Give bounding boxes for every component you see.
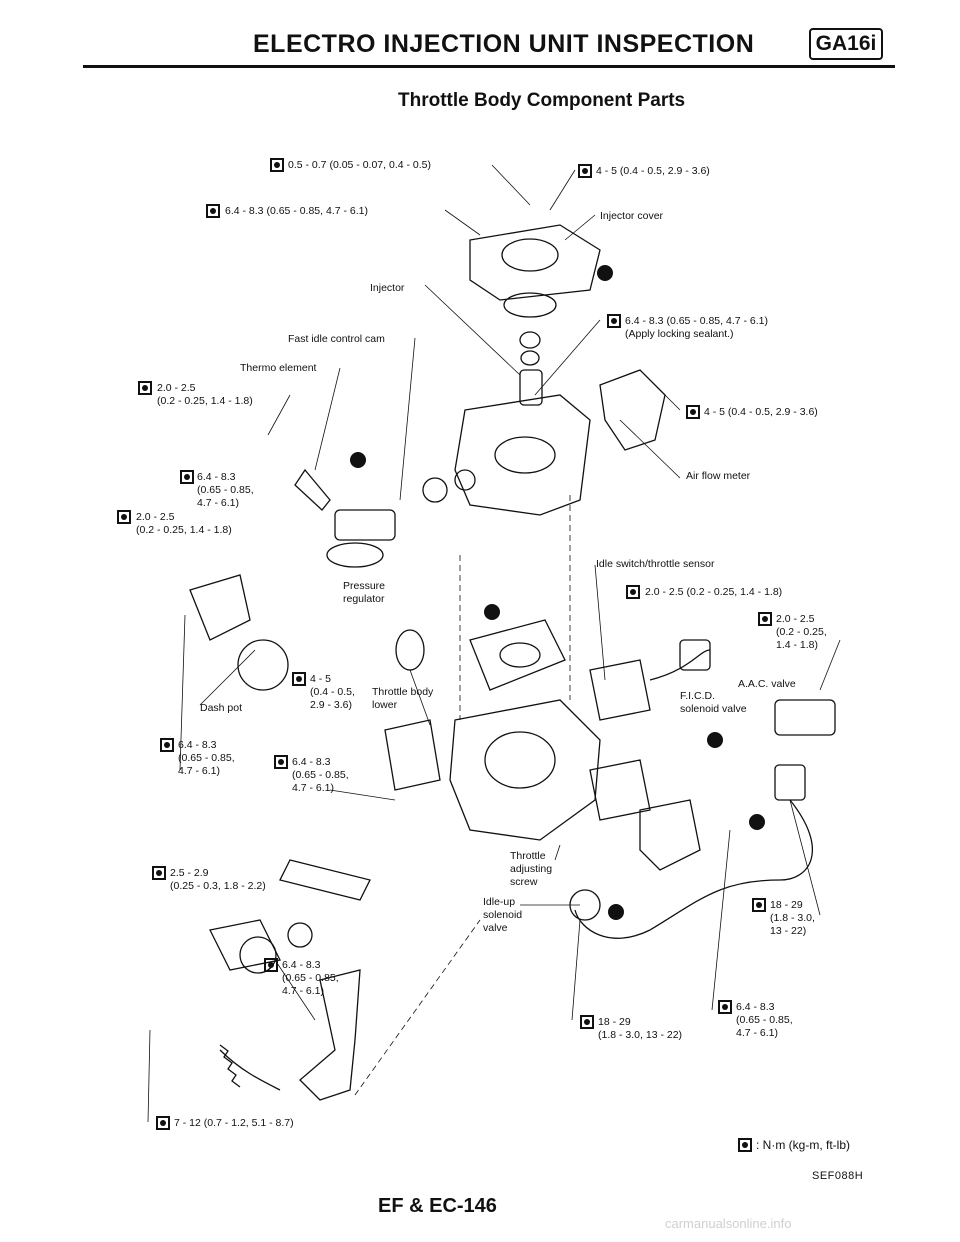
label-injector-cover: Injector cover <box>600 210 664 222</box>
torque-spec-ficd: 6.4 - 8.3 (0.65 - 0.85, 4.7 - 6.1) <box>736 1001 793 1039</box>
torque-wrench-icon <box>156 1116 170 1130</box>
torque-wrench-icon <box>758 612 772 626</box>
torque-wrench-icon <box>117 510 131 524</box>
label-idle-up-solenoid-valve: Idle-up solenoid valve <box>483 896 523 934</box>
torque-spec-linkage: 2.5 - 2.9 (0.25 - 0.3, 1.8 - 2.2) <box>170 867 266 892</box>
label-thermo-element: Thermo element <box>240 362 317 374</box>
torque-spec-cover-plate: 6.4 - 8.3 (0.65 - 0.85, 4.7 - 6.1) <box>292 756 349 794</box>
torque-spec-air-flow-meter: 4 - 5 (0.4 - 0.5, 2.9 - 3.6) <box>704 406 818 418</box>
cover-plate <box>384 719 441 791</box>
torque-spec-locking-sealant: 6.4 - 8.3 (0.65 - 0.85, 4.7 - 6.1) (Appl… <box>625 315 768 340</box>
torque-wrench-icon <box>752 898 766 912</box>
torque-spec-throttle-lever: 7 - 12 (0.7 - 1.2, 5.1 - 8.7) <box>174 1117 294 1129</box>
watermark: carmanualsonline.info <box>665 1216 792 1231</box>
label-air-flow-meter: Air flow meter <box>686 470 751 482</box>
throttle-body-upper <box>454 394 591 516</box>
torque-spec-lever: 6.4 - 8.3 (0.65 - 0.85, 4.7 - 6.1) <box>282 959 339 997</box>
page-title: ELECTRO INJECTION UNIT INSPECTION <box>253 30 755 58</box>
torque-wrench-icon <box>718 1000 732 1014</box>
throttle-lever <box>299 969 361 1101</box>
gasket <box>469 619 566 691</box>
page-number: EF & EC-146 <box>378 1195 497 1217</box>
header-rule <box>83 65 895 68</box>
pressure-regulator <box>395 629 425 671</box>
label-aac-valve: A.A.C. valve <box>738 678 796 690</box>
air-flow-meter <box>599 369 666 451</box>
label-pressure-regulator: Pressure regulator <box>343 580 386 605</box>
injector-o-ring <box>503 292 557 318</box>
torque-wrench-icon <box>160 738 174 752</box>
section-title: Throttle Body Component Parts <box>398 90 686 111</box>
label-injector: Injector <box>370 282 405 294</box>
torque-spec-aac-hose: 18 - 29 (1.8 - 3.0, 13 - 22) <box>770 899 815 937</box>
torque-unit-legend: : N·m (kg-m, ft-lb) <box>756 1138 850 1152</box>
torque-wrench-icon <box>607 314 621 328</box>
idle-switch <box>589 659 651 721</box>
torque-spec-thermo: 2.0 - 2.5 (0.2 - 0.25, 1.4 - 1.8) <box>157 382 253 407</box>
torque-wrench-icon <box>626 585 640 599</box>
torque-spec-aac-bolt: 2.0 - 2.5 (0.2 - 0.25, 1.4 - 1.8) <box>776 613 827 651</box>
torque-spec-fast-idle: 6.4 - 8.3 (0.65 - 0.85, 4.7 - 6.1) <box>197 471 254 509</box>
torque-wrench-icon <box>686 405 700 419</box>
torque-spec-cover-bolt: 4 - 5 (0.4 - 0.5, 2.9 - 3.6) <box>596 165 710 177</box>
torque-spec-idle-switch: 2.0 - 2.5 (0.2 - 0.25, 1.4 - 1.8) <box>645 586 783 598</box>
torque-spec-idle-up: 18 - 29 (1.8 - 3.0, 13 - 22) <box>598 1016 683 1041</box>
torque-wrench-icon <box>580 1015 594 1029</box>
figure-code: SEF088H <box>812 1170 864 1182</box>
label-throttle-body-lower: Throttle body lower <box>372 686 434 711</box>
ficd-solenoid <box>639 799 701 871</box>
torque-wrench-icon <box>152 866 166 880</box>
throttle-body-lower <box>449 699 601 841</box>
aac-valve <box>774 699 836 736</box>
label-ficd-solenoid-valve: F.I.C.D. solenoid valve <box>680 690 747 715</box>
torque-wrench-icon <box>138 381 152 395</box>
torque-wrench-icon <box>180 470 194 484</box>
label-throttle-adjusting-screw: Throttle adjusting screw <box>510 850 553 888</box>
torque-spec-injector-screw: 0.5 - 0.7 (0.05 - 0.07, 0.4 - 0.5) <box>288 159 431 171</box>
dash-pot <box>237 639 289 691</box>
label-dash-pot: Dash pot <box>200 702 243 714</box>
torque-spec-dash-pot: 6.4 - 8.3 (0.65 - 0.85, 4.7 - 6.1) <box>178 739 235 777</box>
torque-wrench-icon <box>206 204 220 218</box>
torque-spec-regulator: 4 - 5 (0.4 - 0.5, 2.9 - 3.6) <box>310 673 355 711</box>
torque-spec-bracket: 2.0 - 2.5 (0.2 - 0.25, 1.4 - 1.8) <box>136 511 232 536</box>
torque-wrench-icon <box>264 958 278 972</box>
torque-wrench-icon <box>274 755 288 769</box>
torque-wrench-icon <box>738 1138 752 1152</box>
torque-wrench-icon <box>292 672 306 686</box>
label-idle-switch-throttle-sensor: Idle switch/throttle sensor <box>596 558 715 570</box>
label-fast-idle-control-cam: Fast idle control cam <box>288 333 385 345</box>
torque-wrench-icon <box>578 164 592 178</box>
injector-cover <box>469 224 601 301</box>
torque-spec-upper-bolt: 6.4 - 8.3 (0.65 - 0.85, 4.7 - 6.1) <box>225 205 368 217</box>
torque-wrench-icon <box>270 158 284 172</box>
engine-badge: GA16i <box>809 28 883 60</box>
